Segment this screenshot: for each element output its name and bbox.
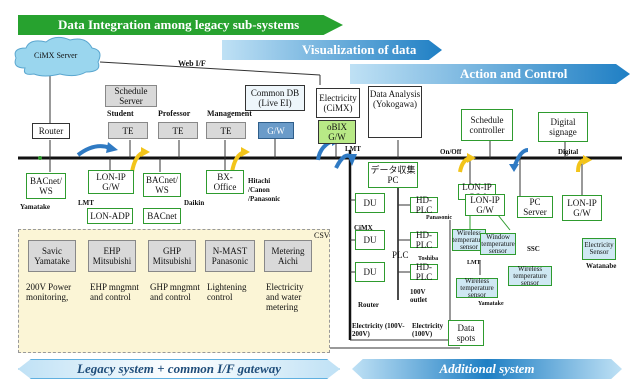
wireless-sensor-3: Wireless temperature sensor	[456, 277, 498, 298]
legacy-box-ehp: EHP Mitsubishi	[88, 240, 136, 272]
te-box-3: TE	[206, 122, 246, 139]
legacy-desc-nmast: Lightening control	[207, 282, 247, 302]
legacy-box-metering: Metering Aichi	[264, 240, 312, 272]
legacy-box-nmast: N-MAST Panasonic	[205, 240, 255, 272]
lon-ip-gw-box-4: LON-IP G/W	[562, 195, 602, 221]
digital-label: Digital	[558, 148, 579, 156]
elec-200v-text: Electricity (100V-200V)	[352, 322, 405, 338]
banner-action-label: Action and Control	[460, 66, 568, 81]
legacy-box-ghp: GHP Mitsubishi	[148, 240, 196, 272]
banner-visualization-label: Visualization of data	[302, 42, 417, 57]
toshiba-label: Toshiba	[418, 256, 439, 262]
onoff-label: On/Off	[440, 148, 462, 156]
elec-100v-label: Electricity (100V)	[412, 322, 460, 338]
common-db-label: Common DB (Live EI)	[250, 88, 300, 108]
router-side-label: Router	[358, 301, 379, 309]
cimx-server-label: CiMX Server	[34, 51, 78, 60]
legacy-desc-ehp: EHP mngmnt and control	[90, 282, 139, 302]
bacnet-ws-box-2: BACnet/ WS	[143, 173, 181, 197]
te-box-2: TE	[158, 122, 198, 139]
lon-adp-box: LON-ADP	[87, 208, 133, 224]
lmt-right-label: LMT	[467, 260, 481, 266]
banner-data-integration: Data Integration among legacy sub-system…	[18, 15, 343, 35]
router-box: Router	[32, 123, 70, 139]
banner-data-integration-label: Data Integration among legacy sub-system…	[58, 17, 300, 32]
cloud-icon	[14, 36, 101, 77]
vendors-text: Hitachi /Canon /Panasonic	[248, 177, 281, 203]
data-pc-box: データ収集PC	[368, 162, 418, 188]
wireless-sensor-4: Wireless temperature sensor	[508, 265, 552, 286]
student-label: Student	[107, 109, 134, 118]
vendors-label: Hitachi /Canon /Panasonic	[248, 177, 292, 204]
elec-200v-label: Electricity (100V-200V)	[352, 322, 408, 338]
obix-gw-box: oBIX G/W	[318, 120, 356, 144]
du-box-1: DU	[355, 193, 385, 213]
hdplc-box-3: HD-PLC	[410, 262, 438, 282]
legacy-desc-metering: Electricity and water metering	[266, 282, 304, 312]
du-box-2: DU	[355, 230, 385, 250]
banner-additional-label: Additional system	[439, 361, 535, 376]
l100v-text: 100V outlet	[410, 288, 428, 304]
data-spots-box: Data spots	[448, 320, 484, 346]
csv-label: CSV	[314, 231, 330, 240]
electricity-sensor-box: Electricity Sensor	[582, 238, 616, 260]
ssc-label: SSC	[527, 245, 540, 253]
banner-legacy: Legacy system + common I/F gateway	[18, 359, 340, 379]
schedule-server-box: Schedule Server	[105, 85, 157, 107]
lon-ip-gw-box-3: LON-IP G/W	[465, 194, 505, 216]
common-db-box: Common DB (Live EI)	[245, 85, 305, 111]
pc-server-box: PC Server	[517, 196, 553, 218]
panasonic-label: Panasonic	[426, 215, 453, 221]
bacnet-ws-box-1: BACnet/ WS	[26, 173, 66, 199]
watanabe-label: Watanabe	[586, 262, 617, 270]
bacnet-box: BACnet	[143, 208, 181, 224]
wireless-sensor-2: Window temperature sensor	[480, 232, 516, 255]
yamatake-right-label: Yamatake	[478, 301, 504, 307]
elec-100v-text: Electricity (100V)	[412, 322, 444, 338]
cimx-label: CiMX	[354, 224, 373, 232]
digital-signage-box: Digital signage	[538, 112, 588, 142]
legacy-desc-ghp: GHP mngmnt and control	[150, 282, 200, 302]
legacy-desc-savic: 200V Power monitoring,	[26, 282, 72, 302]
te-box-1: TE	[108, 122, 148, 139]
yamatake-label: Yamatake	[20, 203, 50, 211]
professor-label: Professor	[158, 109, 191, 118]
daikin-label: Daikin	[184, 199, 205, 207]
schedule-controller-box: Schedule controller	[461, 109, 513, 141]
web-if-label: Web I/F	[178, 59, 206, 68]
legacy-box-savic: Savic Yamatake	[28, 240, 76, 272]
gw-db-box: G/W	[258, 122, 294, 139]
lmt-top-label: LMT	[345, 145, 361, 153]
electricity-cimx-box: Electricity (CiMX)	[316, 88, 360, 118]
plc-label: PLC	[392, 250, 409, 260]
lmt-left-label: LMT	[78, 199, 94, 207]
banner-visualization: Visualization of data	[222, 40, 442, 60]
l100v-label: 100V outlet	[410, 288, 440, 304]
hdplc-box-2: HD-PLC	[410, 230, 438, 250]
lon-ip-gw-box: LON-IP G/W	[88, 170, 134, 194]
banner-legacy-label: Legacy system + common I/F gateway	[77, 361, 281, 376]
banner-action: Action and Control	[350, 64, 630, 84]
hdplc-box-1: HD-PLC	[410, 195, 438, 215]
bx-office-box: BX-Office	[206, 170, 244, 194]
data-analysis-box: Data Analysis (Yokogawa)	[368, 86, 422, 138]
du-box-3: DU	[355, 262, 385, 282]
management-label: Management	[207, 109, 252, 118]
banner-additional: Additional system	[352, 359, 622, 379]
